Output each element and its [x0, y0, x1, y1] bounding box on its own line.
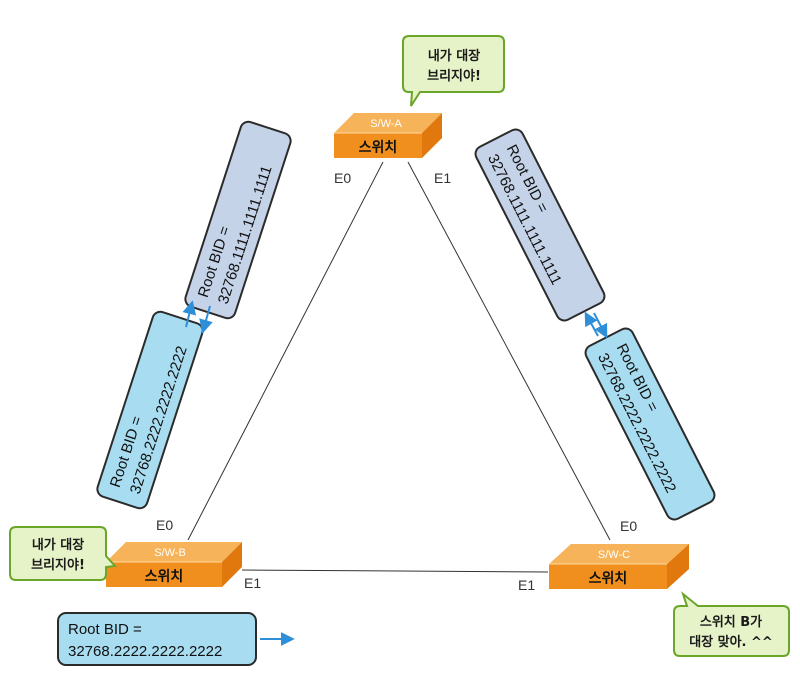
bubble-a: 내가 대장 브리지야! [402, 35, 505, 107]
link-b-c [241, 569, 549, 573]
switch-a: S/W-A 스위치 [334, 113, 442, 158]
bpdu-right-upper: Root BID = 32768.1111.1111.1111 [474, 128, 606, 322]
arrow-right-down [593, 312, 608, 339]
switch-b: S/W-B 스위치 [106, 542, 242, 587]
port-c-e0: E0 [620, 518, 637, 534]
switch-a-label: 스위치 [359, 140, 398, 156]
arrow-left-down [199, 305, 213, 334]
bubble-c: 스위치 B가 대장 맞아. ^^ [673, 591, 790, 657]
bubble-c-line1: 스위치 B가 [700, 614, 762, 630]
port-a-e0: E0 [334, 170, 351, 186]
arrow-left-up [182, 300, 197, 328]
direction-arrows [182, 300, 608, 646]
switch-c-label: 스위치 [589, 571, 628, 587]
switch-c-model: S/W-C [598, 549, 630, 561]
bubble-b: 내가 대장 브리지야! [9, 526, 118, 581]
port-labels: E0 E1 E0 E1 E0 E1 [156, 170, 637, 593]
switch-a-model: S/W-A [370, 118, 402, 130]
port-c-e1: E1 [518, 577, 535, 593]
switch-b-model: S/W-B [154, 547, 186, 559]
bubble-a-line1: 내가 대장 [428, 48, 480, 64]
links [187, 161, 611, 573]
bpdu-bottom: Root BID = 32768.2222.2222.2222 [57, 612, 257, 666]
bubble-c-line2: 대장 맞아. ^^ [689, 634, 773, 650]
switch-b-label: 스위치 [145, 569, 184, 585]
link-a-c [407, 161, 611, 541]
port-b-e1: E1 [244, 575, 261, 591]
bpdu-bottom-line2: 32768.2222.2222.2222 [68, 643, 222, 660]
bpdu-left-upper: Root BID = 32768.1111.1111.1111 [184, 120, 292, 320]
bpdu-left-lower: Root BID = 32768.2222.2222.2222 [96, 310, 204, 510]
bubble-b-line2: 브리지야! [31, 557, 85, 573]
switch-c: S/W-C 스위치 [549, 544, 689, 589]
port-b-e0: E0 [156, 517, 173, 533]
link-a-b [187, 161, 384, 541]
bpdu-right-lower: Root BID = 32768.2222.2222.2222 [584, 327, 716, 521]
bubble-a-line2: 브리지야! [427, 68, 481, 84]
port-a-e1: E1 [434, 170, 451, 186]
bubble-b-line1: 내가 대장 [32, 537, 84, 553]
bpdu-bottom-line1: Root BID = [68, 621, 142, 638]
